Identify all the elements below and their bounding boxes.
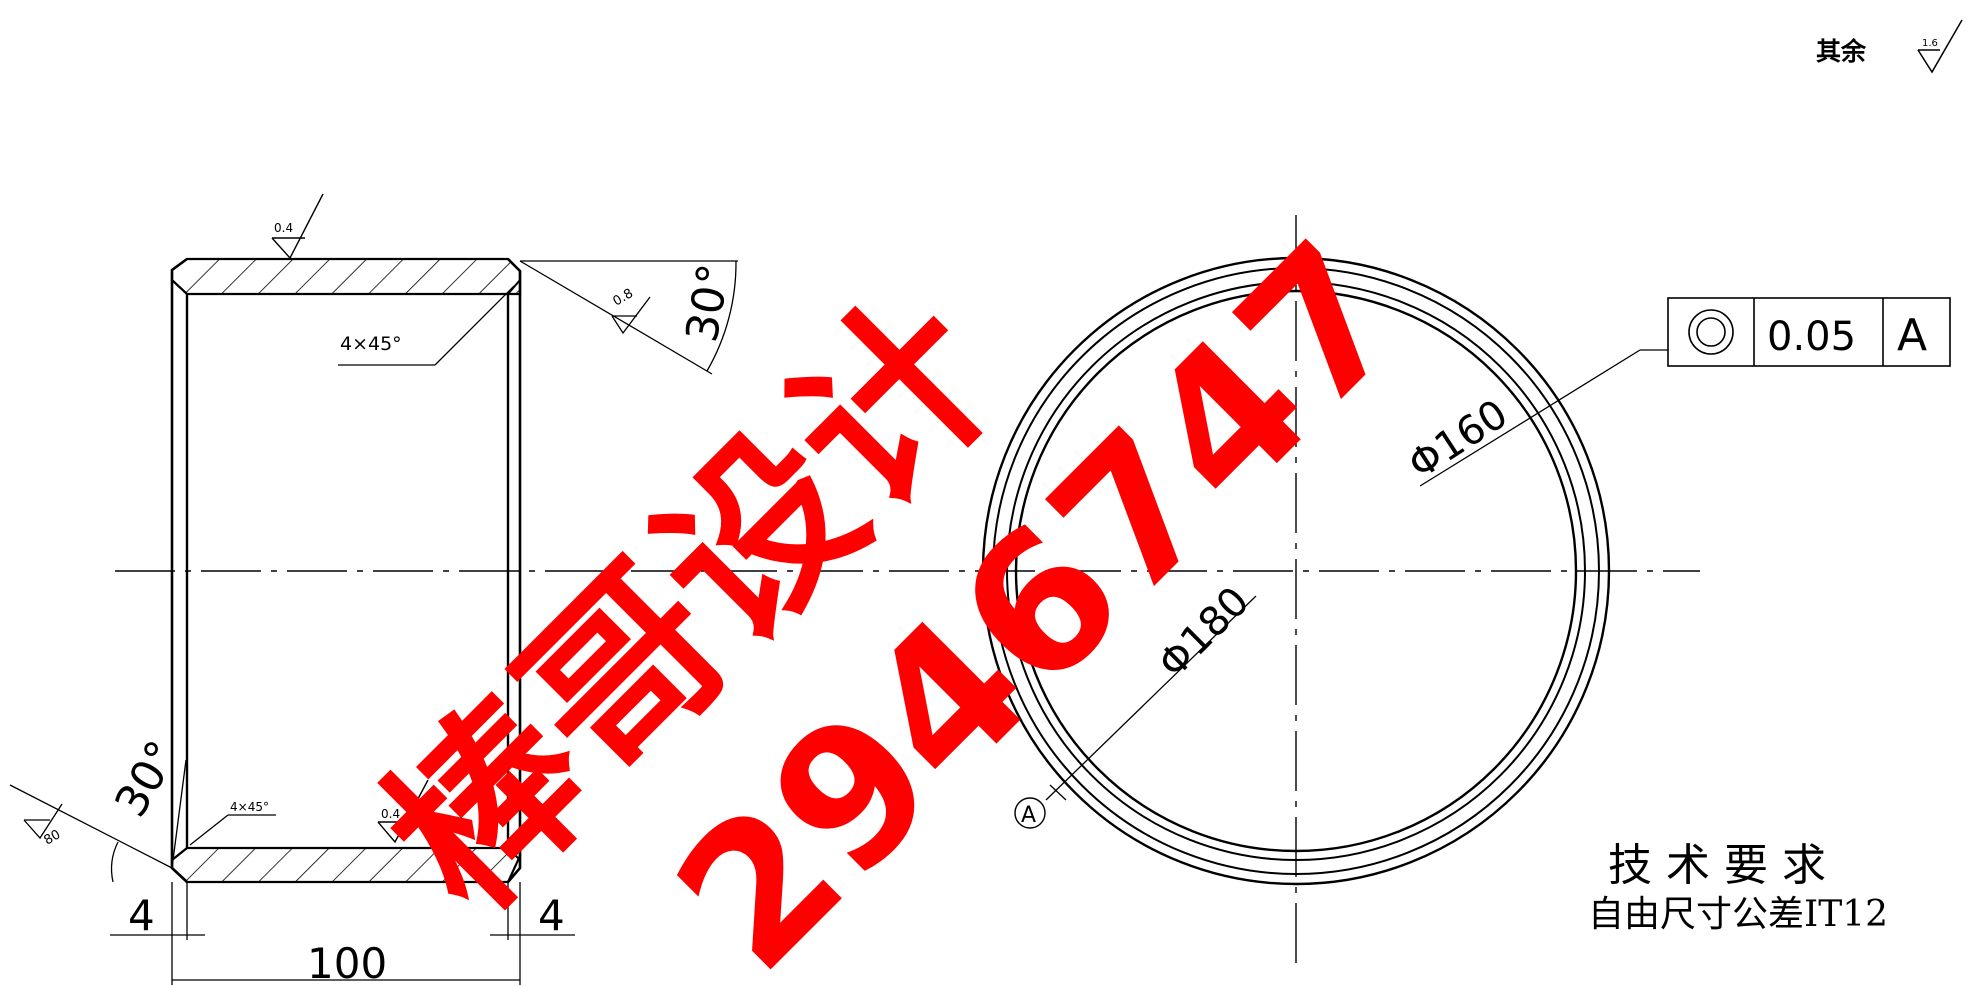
dim-length-label: 100: [307, 939, 387, 986]
dia-outer-leader: [1045, 595, 1257, 801]
top-wall-section: [170, 257, 522, 296]
angle-bottom-label: 30°: [105, 732, 188, 825]
length-dimension: [110, 882, 575, 985]
general-roughness-note: 其余 1.6: [1816, 19, 1963, 74]
tech-requirements-title: 技 术 要 求: [1608, 840, 1826, 891]
datum-circle-icon: [1014, 797, 1046, 829]
roughness-chamfer-top-value: 0.8: [611, 286, 636, 309]
tech-requirements-line1: 自由尺寸公差IT12: [1588, 894, 1888, 935]
roughness-note-value: 1.6: [1922, 38, 1938, 49]
chamfer-bottom-label: 4×45°: [230, 800, 269, 814]
datum-label: A: [1021, 803, 1036, 828]
dia-inner-label: Φ160: [1400, 391, 1515, 488]
roughness-chamfer-bottom-value: 80: [42, 827, 64, 848]
roughness-outer-symbol: [271, 193, 324, 260]
tolerance-value: 0.05: [1767, 314, 1856, 360]
chamfer-bottom-leader: [189, 814, 276, 846]
geometric-tolerance-frame: [1667, 297, 1951, 367]
watermark: 棒哥设计 2946747: [346, 201, 1447, 986]
angle-bottom-dimension: [9, 759, 187, 883]
chamfer-top-label: 4×45°: [340, 333, 402, 355]
roughness-bore-value: 0.4: [381, 807, 400, 821]
roughness-note-label: 其余: [1816, 37, 1867, 66]
front-circular-view: [981, 256, 1611, 886]
dia-inner-leader: [1419, 349, 1668, 487]
roughness-symbol-icon: [1917, 19, 1963, 74]
roughness-outer-value: 0.4: [274, 221, 293, 235]
concentricity-inner-icon: [1696, 317, 1726, 347]
tolerance-datum: A: [1897, 310, 1927, 361]
concentricity-outer-icon: [1688, 309, 1734, 355]
dim-right-label: 4: [538, 891, 565, 940]
dim-left-label: 4: [128, 891, 155, 940]
roughness-bore-symbol: [377, 779, 429, 844]
angle-top-label: 30°: [677, 260, 741, 346]
chamfer-top-leader: [338, 285, 515, 366]
angle-top-dimension: [519, 260, 738, 375]
